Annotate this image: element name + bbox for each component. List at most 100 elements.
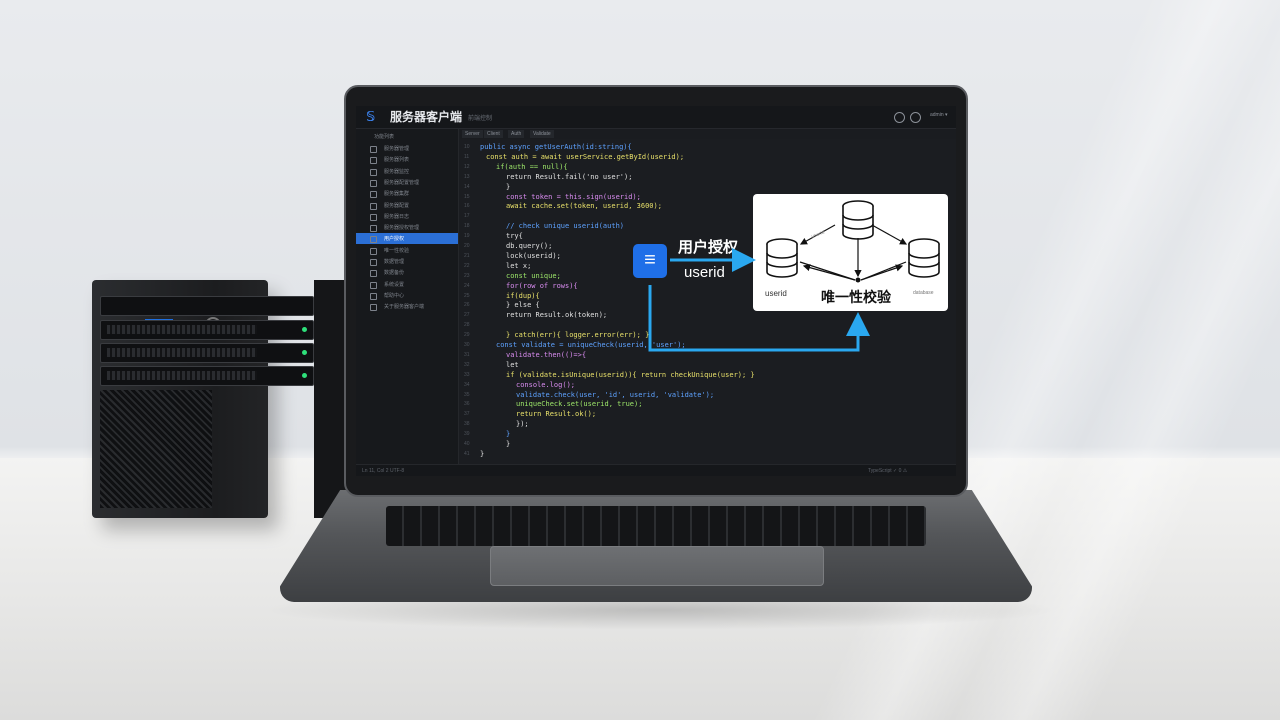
status-right: TypeScript ✓ 0 ⚠ xyxy=(868,468,908,474)
sidebar-item[interactable]: 数据管理 xyxy=(356,256,458,267)
sidebar-item-label: 数据备份 xyxy=(384,270,405,277)
line-number: 22 xyxy=(464,262,470,269)
code-line: await cache.set(token, userid, 3600); xyxy=(506,202,662,211)
line-number: 28 xyxy=(464,322,470,329)
user-menu[interactable]: admin ▾ xyxy=(930,112,948,118)
diagram-user-label: userid xyxy=(765,289,787,298)
sidebar-item-label: 服务器监控 xyxy=(384,168,410,175)
menu-item-icon xyxy=(370,157,377,165)
sidebar-item[interactable]: 帮助中心 xyxy=(356,290,458,301)
line-number: 15 xyxy=(464,193,470,200)
server-bay xyxy=(100,343,314,363)
sidebar-item-label: 关于服务器客户端 xyxy=(384,304,425,311)
sidebar-item[interactable]: 系统设置 xyxy=(356,279,458,290)
code-line: validate.then(()=>{ xyxy=(506,350,587,359)
sidebar-item-label: 服务器日志 xyxy=(384,213,410,220)
diagram-other-label: database xyxy=(913,290,934,296)
code-line: public async getUserAuth(id:string){ xyxy=(480,143,632,151)
menu-item-icon xyxy=(370,202,377,210)
status-led-icon xyxy=(302,327,307,332)
line-number: 17 xyxy=(464,213,470,220)
line-number: 11 xyxy=(464,153,470,160)
menu-item-icon xyxy=(370,213,377,221)
sidebar-item-label: 数据管理 xyxy=(384,259,405,265)
line-number: 34 xyxy=(464,381,470,388)
line-number: 19 xyxy=(464,233,470,240)
server-bay xyxy=(100,320,314,340)
sidebar-item[interactable]: 服务器监控 xyxy=(356,166,458,177)
sidebar-item[interactable]: 唯一性校验 xyxy=(356,245,458,256)
code-line: // check unique userid(auth) xyxy=(506,222,625,231)
line-number: 37 xyxy=(464,411,470,418)
line-number: 20 xyxy=(464,243,470,249)
userid-label: userid xyxy=(684,264,725,281)
menu-item-icon xyxy=(370,179,377,187)
line-number: 39 xyxy=(464,431,470,438)
code-line: validate.check(user, 'id', userid, 'vali… xyxy=(516,390,715,399)
line-number: 40 xyxy=(464,441,470,447)
code-line: for(row of rows){ xyxy=(506,281,578,290)
code-line: try{ xyxy=(506,232,523,241)
tab-validate[interactable]: Validate xyxy=(530,130,554,138)
menu-item-icon xyxy=(370,236,377,244)
code-line: let x; xyxy=(506,261,532,270)
code-line: uniqueCheck.set(userid, true); xyxy=(516,400,643,409)
app-header: 𝕊 服务器客户端 前端控制 admin ▾ xyxy=(356,106,956,129)
sidebar-item[interactable]: 服务器管理 xyxy=(356,143,458,154)
line-number: 35 xyxy=(464,391,470,398)
server-tower xyxy=(92,280,360,518)
sidebar-item[interactable]: 服务器日志 xyxy=(356,211,458,222)
sidebar-item[interactable]: 服务器授权管理 xyxy=(356,222,458,233)
menu-item-icon xyxy=(370,247,377,255)
notification-icon[interactable] xyxy=(894,112,905,123)
code-line: } xyxy=(506,430,511,439)
code-line: } else { xyxy=(506,301,540,310)
code-line: const auth = await userService.getById(u… xyxy=(486,152,685,161)
server-bay xyxy=(100,296,314,333)
tab-client[interactable]: Client xyxy=(484,130,503,138)
line-number: 36 xyxy=(464,401,470,408)
code-line: }); xyxy=(516,420,529,429)
line-number: 14 xyxy=(464,183,470,190)
line-number: 27 xyxy=(464,312,470,319)
tab-bar: Server Client Auth Validate xyxy=(460,129,956,139)
sidebar-item[interactable]: 服务器配置管理 xyxy=(356,177,458,188)
tab-server[interactable]: Server xyxy=(462,130,483,138)
code-line: let xyxy=(506,360,519,369)
menu-item-icon xyxy=(370,259,377,266)
code-line: return Result.ok(token); xyxy=(506,311,608,320)
sidebar-item-label: 服务器配置 xyxy=(384,202,410,209)
server-bay xyxy=(100,366,314,386)
line-number: 30 xyxy=(464,342,470,348)
status-left: Ln 11, Col 2 UTF-8 xyxy=(362,468,405,474)
line-number: 38 xyxy=(464,421,470,428)
code-line: if (validate.isUnique(userid)){ return c… xyxy=(506,370,755,379)
status-led-icon xyxy=(302,350,307,355)
code-line: console.log(); xyxy=(516,380,576,389)
status-bar: Ln 11, Col 2 UTF-8 TypeScript ✓ 0 ⚠ xyxy=(356,464,956,476)
sidebar-item-label: 服务器管理 xyxy=(384,146,410,152)
line-number: 29 xyxy=(464,332,470,339)
settings-icon[interactable] xyxy=(910,112,921,123)
code-line: if(auth == null){ xyxy=(496,162,568,171)
code-line: } xyxy=(506,182,511,191)
sidebar-item[interactable]: 用户授权 xyxy=(356,233,458,245)
sidebar-item[interactable]: 服务器集群 xyxy=(356,188,458,199)
code-line: const token = this.sign(userid); xyxy=(506,192,641,201)
sidebar-item[interactable]: 数据备份 xyxy=(356,267,458,278)
status-led-icon xyxy=(302,373,307,378)
code-line: lock(userid); xyxy=(506,251,561,260)
tab-auth[interactable]: Auth xyxy=(508,130,525,138)
sidebar-item[interactable]: 关于服务器客户端 xyxy=(356,301,458,312)
sidebar-item[interactable]: 服务器配置 xyxy=(356,200,458,211)
breadcrumb[interactable]: 前端控制 xyxy=(468,116,493,122)
db-diagram: userid 唯一性校验 database xyxy=(753,194,948,311)
menu-item-icon xyxy=(370,225,377,233)
menu-item-icon xyxy=(370,304,377,312)
menu-item-icon xyxy=(370,191,377,199)
line-number: 26 xyxy=(464,302,470,309)
server-mesh-panel xyxy=(100,390,212,508)
code-line: db.query(); xyxy=(506,242,553,250)
sidebar-item[interactable]: 服务器列表 xyxy=(356,154,458,165)
server-client-logo-icon: 𝕊 xyxy=(366,109,376,124)
